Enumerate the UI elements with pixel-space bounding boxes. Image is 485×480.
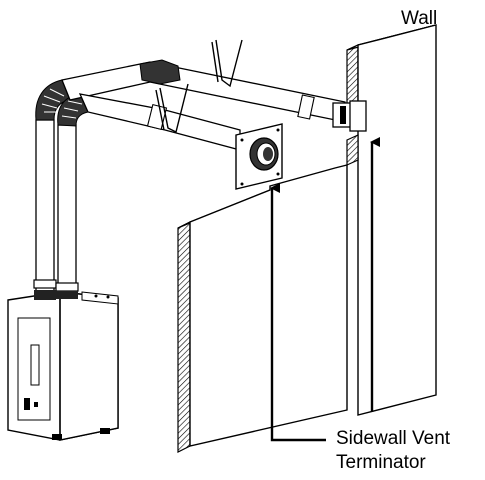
terminator-arrow <box>270 183 326 442</box>
wall-label: Wall <box>401 8 438 29</box>
pipe-elbows <box>35 79 89 127</box>
horizontal-vent-pipes <box>61 59 367 151</box>
front-wall <box>177 164 348 453</box>
back-wall <box>346 24 437 416</box>
sidewall-vent-terminator <box>235 123 283 190</box>
callout-line-1: Sidewall Vent <box>336 428 451 449</box>
vertical-vent-pipes <box>33 119 79 300</box>
callout-arrows <box>270 137 380 442</box>
pipe-hangers <box>155 39 243 134</box>
water-heater <box>7 291 119 441</box>
callout-line-2: Terminator <box>336 451 426 473</box>
sidewall-vent-terminator-label: Sidewall Vent Terminator <box>336 427 450 475</box>
